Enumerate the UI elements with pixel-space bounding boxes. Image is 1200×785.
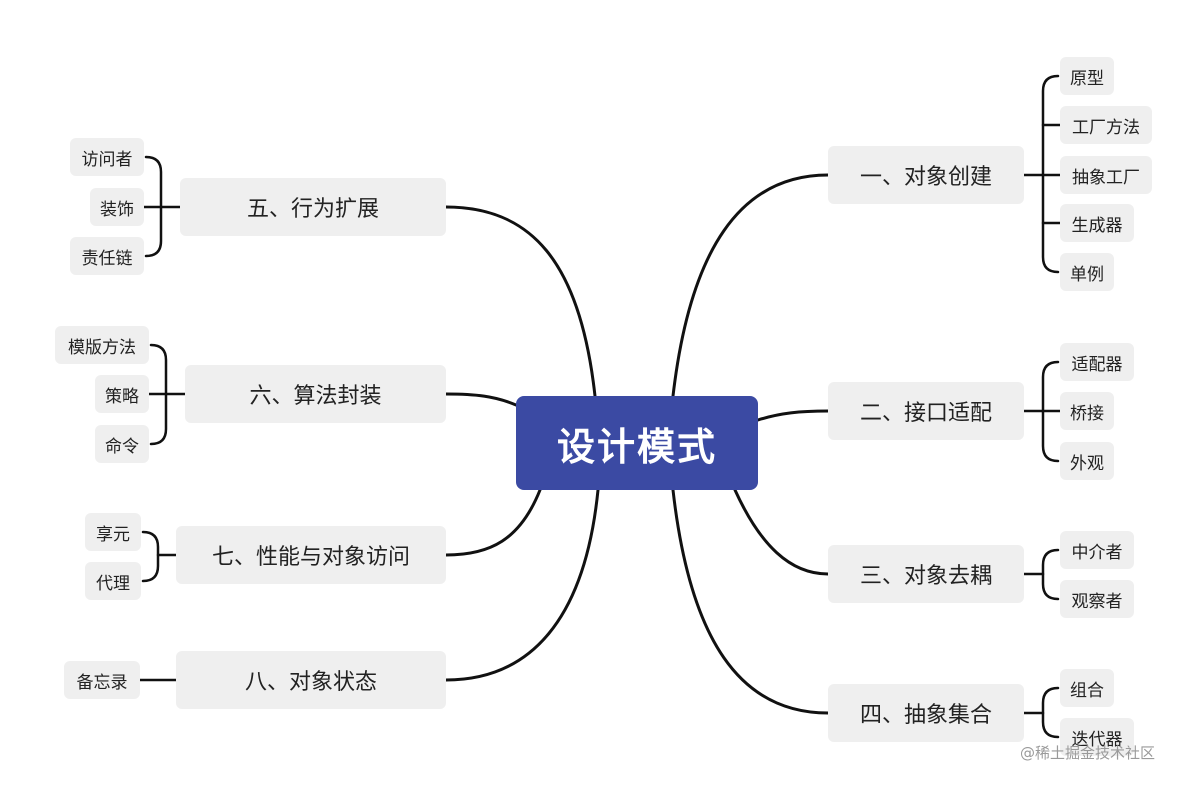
branch-abstract-collection[interactable]: 四、抽象集合: [828, 684, 1024, 742]
leaf-composite[interactable]: 组合: [1060, 669, 1114, 707]
branch-performance-access[interactable]: 七、性能与对象访问: [176, 526, 446, 584]
leaf-strategy[interactable]: 策略: [95, 375, 149, 413]
leaf-bridge[interactable]: 桥接: [1060, 392, 1114, 430]
connector-b1: [671, 173, 830, 398]
bracket-b1: [1022, 74, 1062, 274]
leaf-adapter[interactable]: 适配器: [1060, 343, 1134, 381]
leaf-factory-method[interactable]: 工厂方法: [1060, 106, 1152, 144]
leaf-abstract-factory[interactable]: 抽象工厂: [1060, 156, 1152, 194]
leaf-decorator[interactable]: 装饰: [90, 188, 144, 226]
leaf-visitor[interactable]: 访问者: [70, 138, 144, 176]
branch-behavior-extend[interactable]: 五、行为扩展: [180, 178, 446, 236]
leaf-facade[interactable]: 外观: [1060, 442, 1114, 480]
connector-b4: [671, 488, 830, 715]
leaf-iterator[interactable]: 迭代器: [1060, 718, 1134, 756]
leaf-singleton[interactable]: 单例: [1060, 253, 1114, 291]
branch-interface-adapt[interactable]: 二、接口适配: [828, 382, 1024, 440]
connector-b7: [444, 488, 542, 557]
bracket-b3: [1022, 548, 1060, 601]
leaf-chain-of-responsibility[interactable]: 责任链: [70, 237, 144, 275]
connector-b8: [444, 488, 600, 682]
leaf-memento[interactable]: 备忘录: [64, 661, 140, 699]
bracket-b7: [141, 530, 178, 583]
leaf-observer[interactable]: 观察者: [1060, 580, 1134, 618]
leaf-mediator[interactable]: 中介者: [1060, 531, 1134, 569]
central-topic[interactable]: 设计模式: [516, 396, 758, 490]
bracket-b4: [1022, 686, 1060, 739]
bracket-b6: [147, 343, 187, 446]
connector-b2: [756, 409, 830, 422]
connector-b5: [444, 205, 597, 398]
connector-b6: [444, 392, 518, 407]
leaf-proxy[interactable]: 代理: [85, 562, 141, 600]
branch-algorithm-encapsulate[interactable]: 六、算法封装: [185, 365, 446, 423]
leaf-flyweight[interactable]: 享元: [85, 513, 141, 551]
connector-b3: [733, 488, 830, 576]
branch-object-creation[interactable]: 一、对象创建: [828, 146, 1024, 204]
branch-object-state[interactable]: 八、对象状态: [176, 651, 446, 709]
bracket-b2: [1022, 360, 1062, 463]
branch-object-decouple[interactable]: 三、对象去耦: [828, 545, 1024, 603]
watermark: @稀土掘金技术社区: [1020, 744, 1156, 762]
leaf-template-method[interactable]: 模版方法: [55, 326, 149, 364]
bracket-b5: [142, 155, 182, 258]
leaf-command[interactable]: 命令: [95, 425, 149, 463]
leaf-builder[interactable]: 生成器: [1060, 204, 1134, 242]
leaf-prototype[interactable]: 原型: [1060, 57, 1114, 95]
